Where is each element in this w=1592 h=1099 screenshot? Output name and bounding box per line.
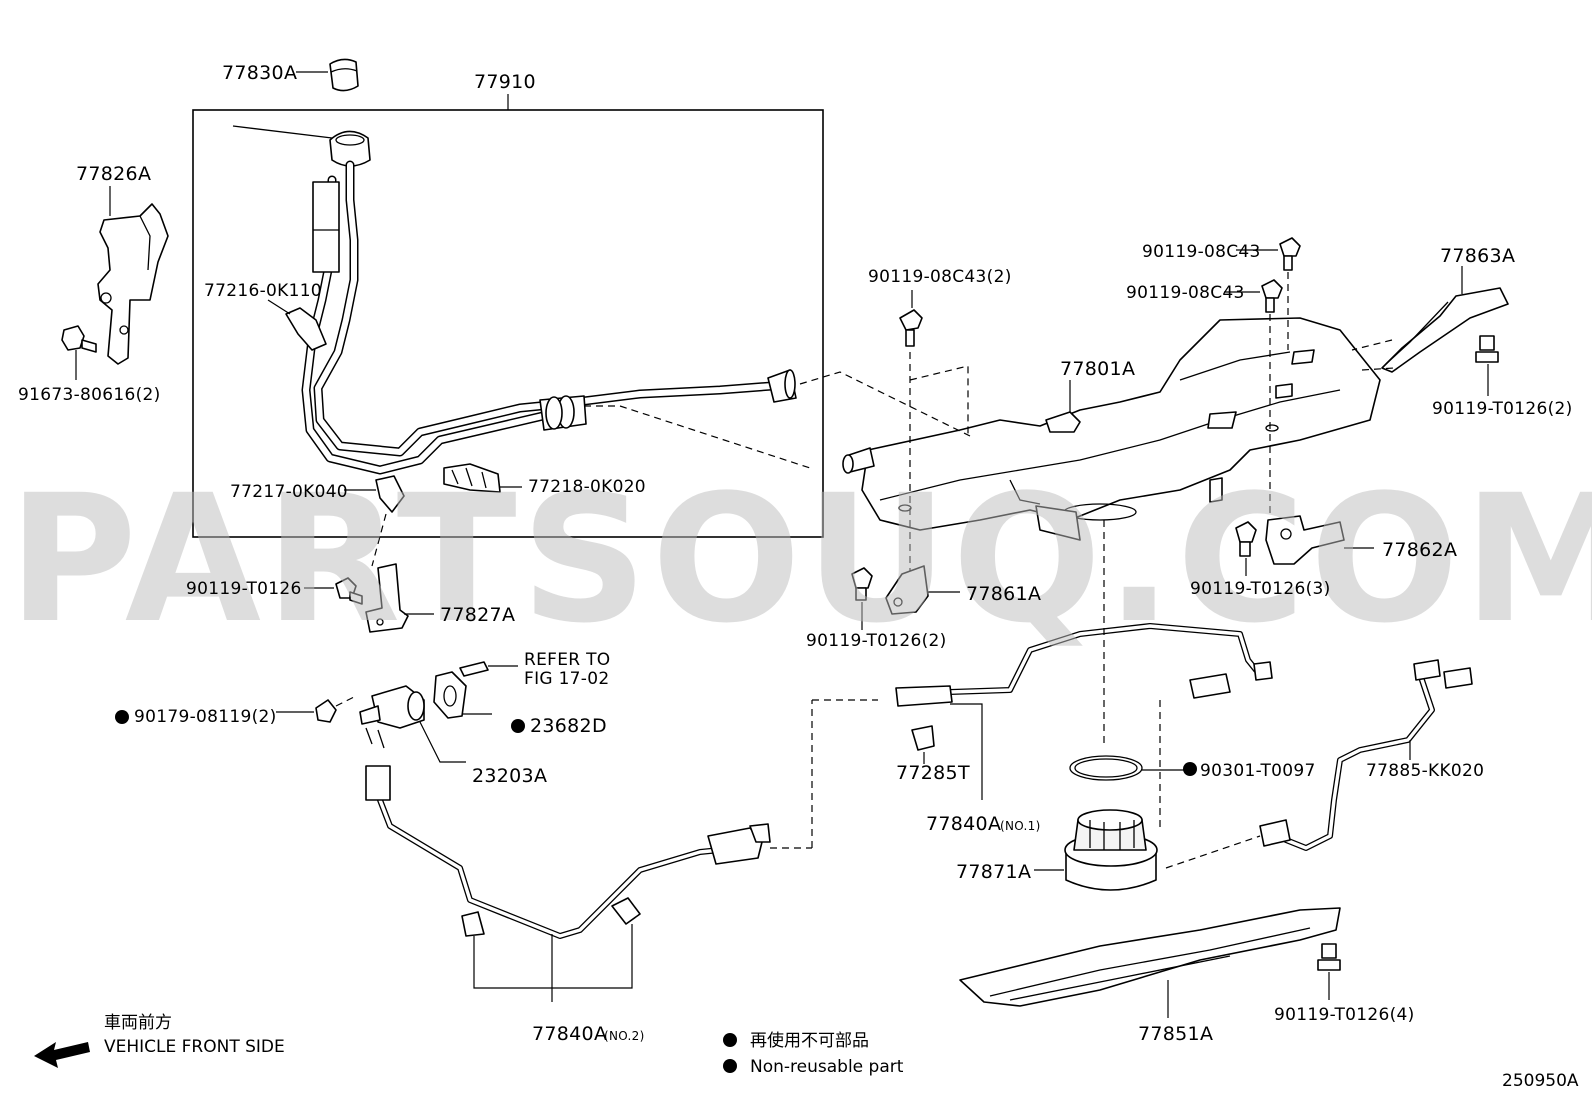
part-bolt-90119-T0126-4[interactable] (1317, 943, 1341, 971)
part-gasket-23682D[interactable] (433, 671, 467, 719)
part-gasket-90301[interactable] (1069, 755, 1143, 781)
part-valve-23203A[interactable] (359, 685, 425, 749)
label-77840A-no2[interactable]: 77840A (532, 1023, 607, 1045)
part-cap-77830A[interactable] (329, 58, 359, 92)
part-stud-refer[interactable] (459, 661, 489, 677)
direction-jp: 車両前方 (104, 1013, 172, 1033)
part-bracket-77826A[interactable] (97, 203, 169, 365)
part-harness-77840A-no2[interactable] (365, 765, 771, 939)
label-refer-line1[interactable]: REFER TO (524, 650, 610, 670)
part-bracket-77861A[interactable] (885, 565, 929, 615)
label-91673[interactable]: 91673-80616(2) (18, 385, 161, 405)
label-90179[interactable]: 90179-08119(2) (134, 707, 277, 727)
label-77863A[interactable]: 77863A (1440, 245, 1515, 267)
part-bolt-90119-T0126-3[interactable] (1235, 521, 1257, 557)
label-77861A[interactable]: 77861A (966, 583, 1041, 605)
non-reusable-bullet-icon (723, 1059, 737, 1073)
label-77801A[interactable]: 77801A (1060, 358, 1135, 380)
legend-en: Non-reusable part (750, 1057, 904, 1077)
legend-jp: 再使用不可部品 (750, 1030, 869, 1051)
label-77827A[interactable]: 77827A (440, 604, 515, 626)
part-bolt-90119-T0126-2-right[interactable] (1475, 335, 1499, 363)
label-23682D[interactable]: 23682D (530, 715, 607, 737)
label-90119-T0126-2-mid[interactable]: 90119-T0126(2) (806, 631, 947, 651)
watermark: PARTSOUQ.COM (8, 457, 1592, 662)
part-bolt-90119-T0126-left[interactable] (335, 577, 363, 605)
part-clip-77285T[interactable] (911, 725, 935, 751)
part-bracket-77827A[interactable] (365, 563, 409, 633)
direction-en: VEHICLE FRONT SIDE (104, 1037, 285, 1057)
part-cover-77851A[interactable] (959, 907, 1341, 1007)
label-90119-T0126-left[interactable]: 90119-T0126 (186, 579, 302, 599)
part-nut-90179[interactable] (315, 699, 337, 723)
label-77851A[interactable]: 77851A (1138, 1023, 1213, 1045)
part-harness-77840A-no1[interactable] (895, 623, 1273, 707)
label-77285T[interactable]: 77285T (896, 762, 970, 784)
label-refer-line2[interactable]: FIG 17-02 (524, 669, 609, 689)
part-bracket-77862A[interactable] (1265, 515, 1345, 565)
part-bolt-90119-T0126-2-mid[interactable] (851, 567, 873, 601)
label-77826A[interactable]: 77826A (76, 163, 151, 185)
part-clip-77216[interactable] (285, 307, 327, 351)
label-90119-T0126-4[interactable]: 90119-T0126(4) (1274, 1005, 1415, 1025)
label-90119-08C43-b[interactable]: 90119-08C43 (1126, 283, 1245, 303)
diagram-code: 250950A (1502, 1071, 1579, 1091)
label-77840A-no1[interactable]: 77840A (926, 813, 1001, 835)
part-bolt-91673[interactable] (61, 325, 97, 353)
label-77862A[interactable]: 77862A (1382, 539, 1457, 561)
part-pump-77871A[interactable] (1064, 809, 1158, 891)
label-90119-T0126-2-right[interactable]: 90119-T0126(2) (1432, 399, 1573, 419)
part-filler-pipe-77910[interactable] (232, 125, 797, 475)
label-77216[interactable]: 77216-0K110 (204, 281, 322, 301)
non-reusable-bullet-icon (723, 1033, 737, 1047)
part-bracket-77863A[interactable] (1381, 287, 1509, 373)
part-valve-77801A[interactable] (1045, 411, 1081, 433)
label-77910[interactable]: 77910 (474, 71, 536, 93)
part-fuel-tank[interactable] (842, 317, 1381, 541)
label-77840A-no1-suffix[interactable]: (NO.1) (1000, 819, 1041, 833)
part-bolt-90119-08C43-b[interactable] (1261, 279, 1283, 313)
part-clamp-77218[interactable] (443, 463, 501, 493)
label-77218[interactable]: 77218-0K020 (528, 477, 646, 497)
part-bolt-90119-08C43-a[interactable] (1279, 237, 1301, 271)
label-77871A[interactable]: 77871A (956, 861, 1031, 883)
label-77840A-no2-suffix[interactable]: (NO.2) (604, 1029, 645, 1043)
label-77885[interactable]: 77885-KK020 (1366, 761, 1484, 781)
non-reusable-marker-icon (511, 719, 525, 733)
label-90119-T0126-3[interactable]: 90119-T0126(3) (1190, 579, 1331, 599)
label-77217[interactable]: 77217-0K040 (230, 482, 348, 502)
non-reusable-marker-icon (1183, 762, 1197, 776)
label-77830A[interactable]: 77830A (222, 62, 297, 84)
part-bolt-90119-08C43-2[interactable] (899, 309, 923, 347)
label-90301[interactable]: 90301-T0097 (1200, 761, 1316, 781)
part-harness-77885[interactable] (1259, 659, 1473, 851)
vehicle-front-arrow-icon (34, 1042, 90, 1068)
label-90119-08C43-a[interactable]: 90119-08C43 (1142, 242, 1261, 262)
label-90119-08C43-2[interactable]: 90119-08C43(2) (868, 267, 1012, 287)
part-clamp-77217[interactable] (375, 475, 405, 513)
non-reusable-marker-icon (115, 710, 129, 724)
label-23203A[interactable]: 23203A (472, 765, 547, 787)
